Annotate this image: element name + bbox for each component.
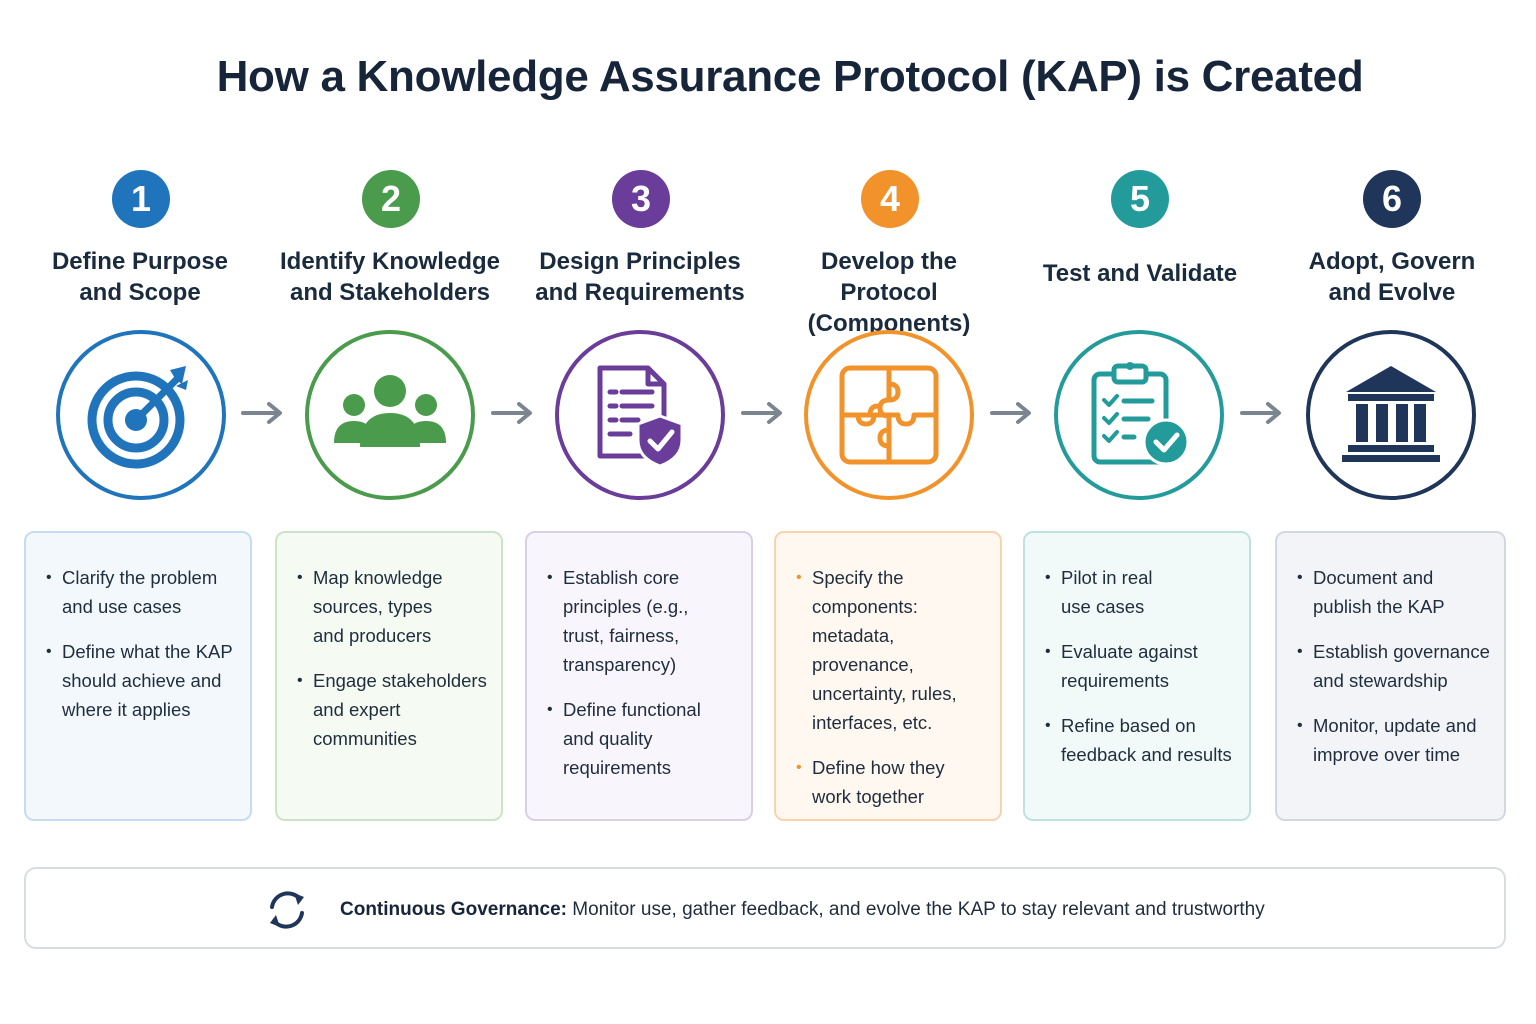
step-3-bullets: Establish core principles (e.g., trust, … bbox=[547, 563, 737, 782]
step-6-icon-circle bbox=[1306, 330, 1476, 500]
people-icon bbox=[334, 375, 446, 447]
refresh-cycle-icon bbox=[270, 891, 304, 929]
step-4-title: Develop the Protocol (Components) bbox=[769, 246, 1009, 339]
continuous-governance-banner: Continuous Governance: Monitor use, gath… bbox=[24, 867, 1506, 949]
step-6-bullet-2: Establish governance and stewardship bbox=[1297, 637, 1490, 695]
step-5-number: 5 bbox=[1111, 170, 1169, 228]
step-2-card: Map knowledge sources, types and produce… bbox=[275, 531, 503, 821]
step-6-card: Document and publish the KAP Establish g… bbox=[1275, 531, 1506, 821]
step-3-card: Establish core principles (e.g., trust, … bbox=[525, 531, 753, 821]
step-3-title: Design Principles and Requirements bbox=[520, 246, 760, 308]
step-1-title: Define Purpose and Scope bbox=[20, 246, 260, 308]
step-1-card: Clarify the problem and use cases Define… bbox=[24, 531, 252, 821]
arrow-icon bbox=[491, 402, 532, 424]
arrow-icon bbox=[1240, 402, 1281, 424]
step-5-title: Test and Validate bbox=[1020, 258, 1260, 289]
step-6-title-line-2: and Evolve bbox=[1328, 279, 1456, 306]
step-5-bullet-3: Refine based on feedback and results bbox=[1045, 711, 1235, 769]
step-1-number: 1 bbox=[112, 170, 170, 228]
footer-description: Monitor use, gather feedback, and evolve… bbox=[566, 899, 1265, 920]
step-6-bullet-3: Monitor, update and improve over time bbox=[1297, 711, 1490, 769]
step-4-bullet-1: Specify the components: metadata, proven… bbox=[796, 563, 986, 737]
arrow-icon bbox=[741, 402, 782, 424]
target-icon bbox=[87, 366, 188, 469]
step-3-bullet-2: Define functional and quality requiremen… bbox=[547, 695, 737, 782]
step-1-bullets: Clarify the problem and use cases Define… bbox=[46, 563, 236, 724]
step-3-bullet-1: Establish core principles (e.g., trust, … bbox=[547, 563, 737, 679]
step-6-bullets: Document and publish the KAP Establish g… bbox=[1297, 563, 1490, 769]
institution-icon bbox=[1342, 366, 1440, 462]
step-2-bullet-2: Engage stakeholders and expert communiti… bbox=[297, 666, 487, 753]
step-1-title-line-1: Define Purpose bbox=[51, 248, 229, 275]
puzzle-icon bbox=[839, 365, 939, 465]
step-2-number: 2 bbox=[362, 170, 420, 228]
step-2-title-line-1: Identify Knowledge bbox=[279, 248, 500, 275]
step-6-number: 6 bbox=[1363, 170, 1421, 228]
step-5-bullets: Pilot in real use cases Evaluate against… bbox=[1045, 563, 1235, 769]
step-4-title-line-1: Develop the Protocol bbox=[820, 248, 958, 306]
step-5-bullet-2: Evaluate against requirements bbox=[1045, 637, 1235, 695]
step-4-bullets: Specify the components: metadata, proven… bbox=[796, 563, 986, 811]
step-2-bullet-1: Map knowledge sources, types and produce… bbox=[297, 563, 487, 650]
step-4-icon-circle bbox=[804, 330, 974, 500]
step-4-bullet-2: Define how they work together bbox=[796, 753, 986, 811]
footer-text: Continuous Governance: Monitor use, gath… bbox=[340, 899, 1265, 921]
step-6-title: Adopt, Govern and Evolve bbox=[1272, 246, 1512, 308]
step-5-card: Pilot in real use cases Evaluate against… bbox=[1023, 531, 1251, 821]
step-4-card: Specify the components: metadata, proven… bbox=[774, 531, 1002, 821]
step-2-title: Identify Knowledge and Stakeholders bbox=[270, 246, 510, 308]
step-1-title-line-2: and Scope bbox=[79, 279, 201, 306]
step-5-icon-circle bbox=[1054, 330, 1224, 500]
page-title: How a Knowledge Assurance Protocol (KAP)… bbox=[216, 52, 1364, 101]
step-3-title-line-1: Design Principles bbox=[539, 248, 741, 275]
clipboard-check-icon bbox=[1091, 362, 1190, 466]
step-5-title-line-1: Test and Validate bbox=[1042, 260, 1238, 287]
step-3-title-line-2: and Requirements bbox=[535, 279, 745, 306]
step-4-number: 4 bbox=[861, 170, 919, 228]
step-3-number: 3 bbox=[612, 170, 670, 228]
step-5-bullet-1: Pilot in real use cases bbox=[1045, 563, 1235, 621]
step-1-bullet-1: Clarify the problem and use cases bbox=[46, 563, 236, 621]
arrow-icon bbox=[990, 402, 1031, 424]
step-3-icon-circle bbox=[555, 330, 725, 500]
step-2-icon-circle bbox=[305, 330, 475, 500]
step-1-bullet-2: Define what the KAP should achieve and w… bbox=[46, 637, 236, 724]
step-2-title-line-2: and Stakeholders bbox=[289, 279, 491, 306]
step-6-bullet-1: Document and publish the KAP bbox=[1297, 563, 1490, 621]
step-1-icon-circle bbox=[56, 330, 226, 500]
document-shield-icon bbox=[597, 365, 684, 468]
step-6-title-line-1: Adopt, Govern bbox=[1308, 248, 1476, 275]
step-2-bullets: Map knowledge sources, types and produce… bbox=[297, 563, 487, 753]
footer-label: Continuous Governance: bbox=[340, 899, 567, 920]
arrow-icon bbox=[241, 402, 282, 424]
